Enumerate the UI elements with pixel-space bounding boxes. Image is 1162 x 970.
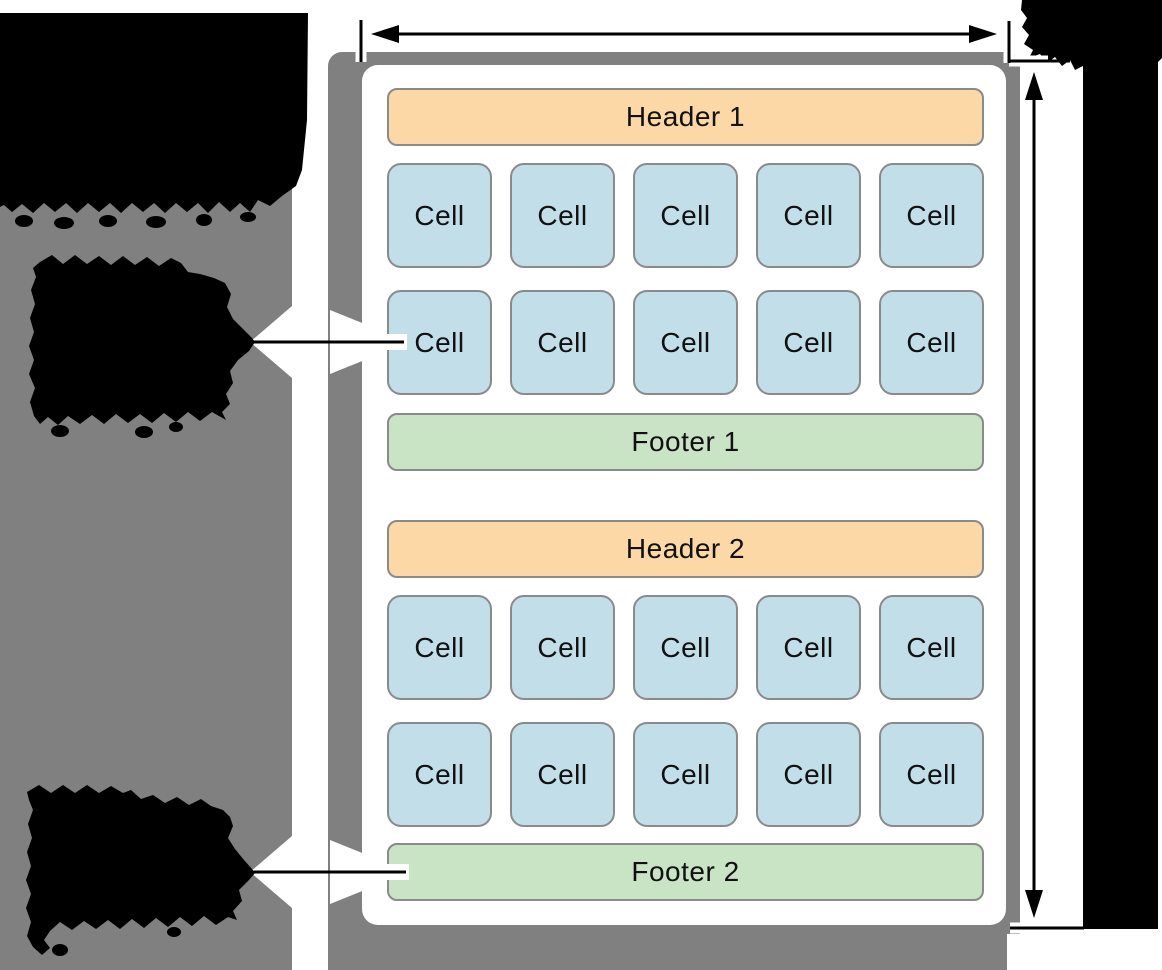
cell-box-s1-r2-c3: Cell [633, 290, 738, 395]
cell-box-s2-r2-c3: Cell [633, 722, 738, 827]
cell-box-s2-r1-c2: Cell [510, 595, 615, 700]
cell-box-s2-r2-c2: Cell [510, 722, 615, 827]
cell-box-s2-r2-c4: Cell [756, 722, 861, 827]
cell-box-s1-r2-c2: Cell [510, 290, 615, 395]
cell-box-s1-r2-c5: Cell [879, 290, 984, 395]
header-bar-section-1: Header 1 [387, 88, 984, 146]
cell-box-s2-r1-c4: Cell [756, 595, 861, 700]
cell-box-s2-r2-c1: Cell [387, 722, 492, 827]
cell-box-s1-r1-c2: Cell [510, 163, 615, 268]
cell-box-s2-r1-c5: Cell [879, 595, 984, 700]
cell-box-s1-r2-c1: Cell [387, 290, 492, 395]
cell-box-s2-r2-c5: Cell [879, 722, 984, 827]
cell-box-s2-r1-c3: Cell [633, 595, 738, 700]
header-bar-section-2: Header 2 [387, 520, 984, 578]
cell-box-s2-r1-c1: Cell [387, 595, 492, 700]
footer-bar-section-2: Footer 2 [387, 843, 984, 901]
cell-box-s1-r2-c4: Cell [756, 290, 861, 395]
cell-box-s1-r1-c4: Cell [756, 163, 861, 268]
cell-box-s1-r1-c3: Cell [633, 163, 738, 268]
cell-box-s1-r1-c5: Cell [879, 163, 984, 268]
cell-box-s1-r1-c1: Cell [387, 163, 492, 268]
footer-bar-section-1: Footer 1 [387, 413, 984, 471]
